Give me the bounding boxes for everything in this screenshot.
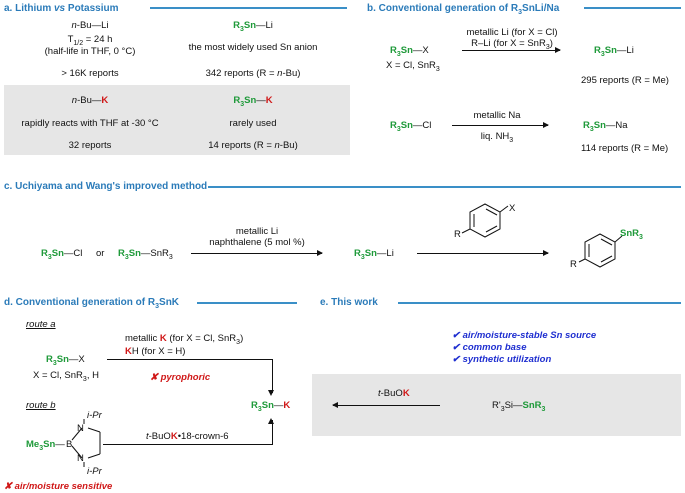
c-arrow-2 bbox=[417, 250, 549, 256]
n-top: N bbox=[77, 423, 84, 434]
c-or: or bbox=[96, 248, 105, 259]
boron: B bbox=[66, 439, 73, 450]
c-product: R3Sn—Li bbox=[354, 248, 394, 261]
d-cond-a-1: metallic K (for X = Cl, SnR3) bbox=[125, 333, 244, 346]
b-reports-2: 114 reports (R = Me) bbox=[581, 143, 669, 154]
section-d-header: d. Conventional generation of R3SnK bbox=[4, 297, 180, 310]
r3snli-note: the most widely used Sn anion bbox=[188, 42, 318, 53]
n-bottom: N bbox=[77, 453, 84, 464]
aryl-halide-structure bbox=[461, 203, 509, 238]
c-arrow-1 bbox=[191, 250, 323, 256]
b-arrow-1 bbox=[462, 47, 561, 53]
e-arrow bbox=[332, 402, 440, 408]
section-a-header: a. Lithium vs Potassium bbox=[4, 3, 119, 14]
route-a-line bbox=[107, 359, 272, 360]
b-x-def: X = Cl, SnR3 bbox=[386, 60, 440, 73]
half-life-note: (half-life in THF, 0 °C) bbox=[44, 46, 136, 57]
d-product: R3Sn—K bbox=[251, 400, 291, 413]
d-cond-b: t-BuOK•18-crown-6 bbox=[146, 431, 229, 442]
r3snli-formula: R3Sn—Li bbox=[233, 20, 273, 33]
nbuk-note: rapidly reacts with THF at -30 °C bbox=[21, 118, 159, 129]
r3snk-reports: 14 reports (R = n-Bu) bbox=[208, 140, 298, 151]
b-product-2: R3Sn—Na bbox=[583, 120, 628, 133]
c-cond-1: metallic Li bbox=[235, 226, 279, 237]
me3sn: Me3Sn— bbox=[26, 439, 65, 452]
r3snk-note: rarely used bbox=[229, 118, 277, 129]
b-reagent-1: R3Sn—X bbox=[390, 45, 429, 58]
arylstannane-structure bbox=[578, 233, 623, 268]
section-c-header: c. Uchiyama and Wang's improved method bbox=[4, 181, 208, 192]
section-a-rule bbox=[150, 7, 347, 9]
d-reagent-a: R3Sn—X bbox=[46, 354, 85, 367]
d-x-def: X = Cl, SnR3, H bbox=[33, 370, 99, 383]
benefit-1: ✔ air/moisture-stable Sn source bbox=[452, 330, 597, 341]
r3snk-formula: R3Sn—K bbox=[233, 95, 273, 108]
route-b-rise bbox=[272, 420, 273, 444]
nbuli-formula: n-Bu—Li bbox=[71, 20, 109, 31]
route-b-arrowhead bbox=[268, 418, 274, 424]
b-cond-2b: liq. NH3 bbox=[480, 131, 514, 144]
e-silylstannane: R'3Si—SnR3 bbox=[492, 400, 546, 413]
ipr-bottom: i-Pr bbox=[87, 466, 102, 477]
diazaborolidine-structure bbox=[71, 419, 101, 467]
route-b-line bbox=[103, 444, 273, 445]
half-life: T1/2 = 24 h bbox=[67, 34, 113, 47]
final-r: R bbox=[570, 259, 577, 270]
section-e-rule bbox=[398, 302, 681, 304]
r3snli-reports: 342 reports (R = n-Bu) bbox=[205, 68, 301, 79]
route-a-arrowhead bbox=[268, 390, 274, 396]
section-b-header: b. Conventional generation of R3SnLi/Na bbox=[367, 3, 560, 16]
c-reagent-b: R3Sn—SnR3 bbox=[118, 248, 173, 261]
sensitive-warning: ✘ air/moisture sensitive bbox=[4, 481, 113, 492]
d-cond-a-2: KH (for X = H) bbox=[125, 346, 186, 357]
section-b-rule bbox=[584, 7, 681, 9]
benefit-3: ✔ synthetic utilization bbox=[452, 354, 552, 365]
section-c-rule bbox=[208, 186, 681, 188]
nbuk-formula: n-Bu—K bbox=[71, 95, 109, 106]
potassium-box bbox=[4, 85, 350, 155]
benefit-2: ✔ common base bbox=[452, 342, 527, 353]
aryl-r-label: R bbox=[454, 229, 461, 240]
b-cond-1b: R–Li (for X = SnR3) bbox=[471, 38, 553, 51]
c-reagent-a: R3Sn—Cl bbox=[41, 248, 83, 261]
nbuli-reports: > 16K reports bbox=[61, 68, 119, 79]
b-product-1: R3Sn—Li bbox=[594, 45, 634, 58]
nbuk-reports: 32 reports bbox=[68, 140, 112, 151]
b-reports-1: 295 reports (R = Me) bbox=[581, 75, 669, 86]
b-reagent-2: R3Sn—Cl bbox=[390, 120, 432, 133]
b-arrow-2 bbox=[452, 122, 549, 128]
route-b-label: route b bbox=[26, 400, 56, 411]
route-a-drop bbox=[272, 359, 273, 393]
b-cond-1a: metallic Li (for X = Cl) bbox=[466, 27, 558, 38]
b-cond-2a: metallic Na bbox=[473, 110, 521, 121]
section-d-rule bbox=[197, 302, 297, 304]
aryl-x-label: X bbox=[509, 203, 516, 214]
c-cond-2: naphthalene (5 mol %) bbox=[209, 237, 305, 248]
pyrophoric-warning: ✘ pyrophoric bbox=[150, 372, 211, 383]
ipr-top: i-Pr bbox=[87, 410, 102, 421]
route-a-label: route a bbox=[26, 319, 56, 330]
e-reagent: t-BuOK bbox=[378, 388, 410, 399]
final-snr3: SnR3 bbox=[620, 228, 643, 241]
section-e-header: e. This work bbox=[320, 297, 378, 308]
